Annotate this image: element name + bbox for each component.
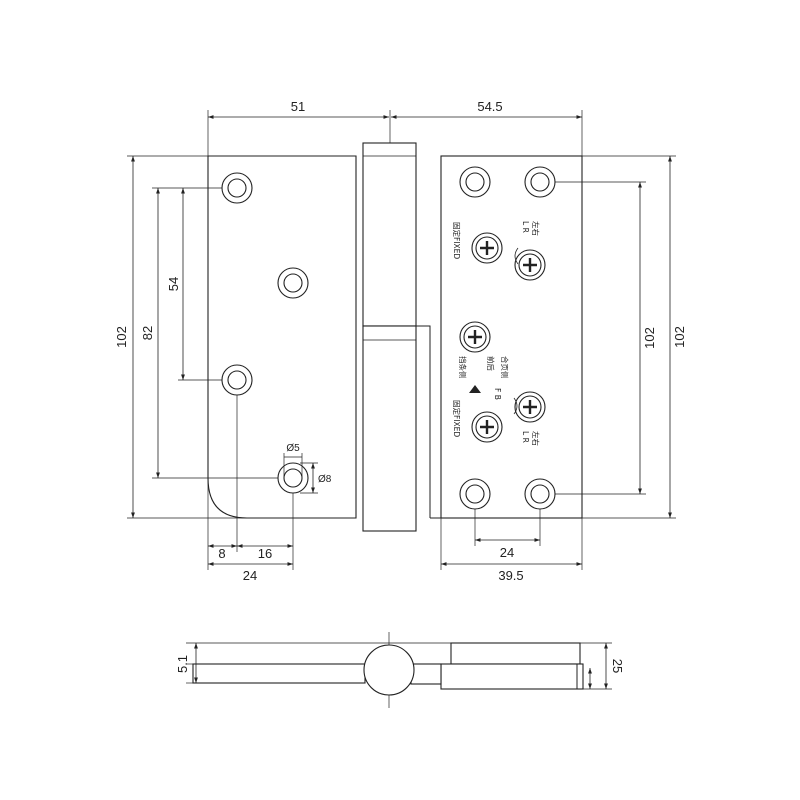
adjust-screw-lr-top xyxy=(514,249,546,281)
lr-en-label-top: L R xyxy=(521,221,530,233)
left-leaf xyxy=(207,155,357,519)
side-right-leaf-back xyxy=(450,642,581,665)
dim-25: 25 xyxy=(610,659,625,673)
dim-102-left: 102 xyxy=(114,326,129,348)
adjust-screw-fixed-top xyxy=(471,232,503,264)
fixed-label-top: 固定FIXED xyxy=(452,222,462,259)
knuckle-upper xyxy=(362,142,417,327)
dim-82: 82 xyxy=(140,326,155,340)
dim-102-outer: 102 xyxy=(672,326,687,348)
fixed-label-bottom: 固定FIXED xyxy=(452,400,462,437)
dim-24-left: 24 xyxy=(243,568,257,583)
stop-side-label: 挡条侧 xyxy=(458,356,468,379)
knuckle-lower xyxy=(362,325,417,532)
lr-bracket-bottom xyxy=(513,397,518,415)
dim-54: 54 xyxy=(166,277,181,291)
front-back-label: 前后 xyxy=(486,356,496,371)
dim-102-inner: 102 xyxy=(642,327,657,349)
dim-16: 16 xyxy=(258,546,272,561)
hinge-side-label: 合页侧 xyxy=(500,356,510,379)
right-leaf-holes xyxy=(459,166,556,510)
adjust-screw-fb xyxy=(459,321,491,353)
adjust-screw-lr-bottom xyxy=(514,391,546,423)
right-leaf-tab xyxy=(416,325,431,518)
dim-d8: Ø8 xyxy=(318,474,332,485)
adjust-screw-fixed-bottom xyxy=(471,411,503,443)
lr-bracket-top xyxy=(514,247,519,265)
dim-51: 51 xyxy=(291,99,305,114)
dim-54-5: 54.5 xyxy=(477,99,502,114)
side-left-leaf xyxy=(192,663,366,684)
fb-label: F B xyxy=(493,388,502,400)
dim-8: 8 xyxy=(218,546,225,561)
side-knuckle xyxy=(363,644,415,696)
dim-24-right: 24 xyxy=(500,545,514,560)
side-right-leaf-lip xyxy=(410,663,442,685)
lr-en-label-bottom: L R xyxy=(521,431,530,443)
dim-39-5: 39.5 xyxy=(498,568,523,583)
fb-arrow-icon xyxy=(469,385,481,393)
lr-cn-label-bottom: 左右 xyxy=(531,431,541,446)
lr-cn-label-top: 左右 xyxy=(531,221,541,236)
side-right-leaf xyxy=(440,663,584,690)
dim-d5: Ø5 xyxy=(286,443,300,454)
left-leaf-holes xyxy=(221,172,309,494)
dim-5-1: 5.1 xyxy=(175,655,190,673)
